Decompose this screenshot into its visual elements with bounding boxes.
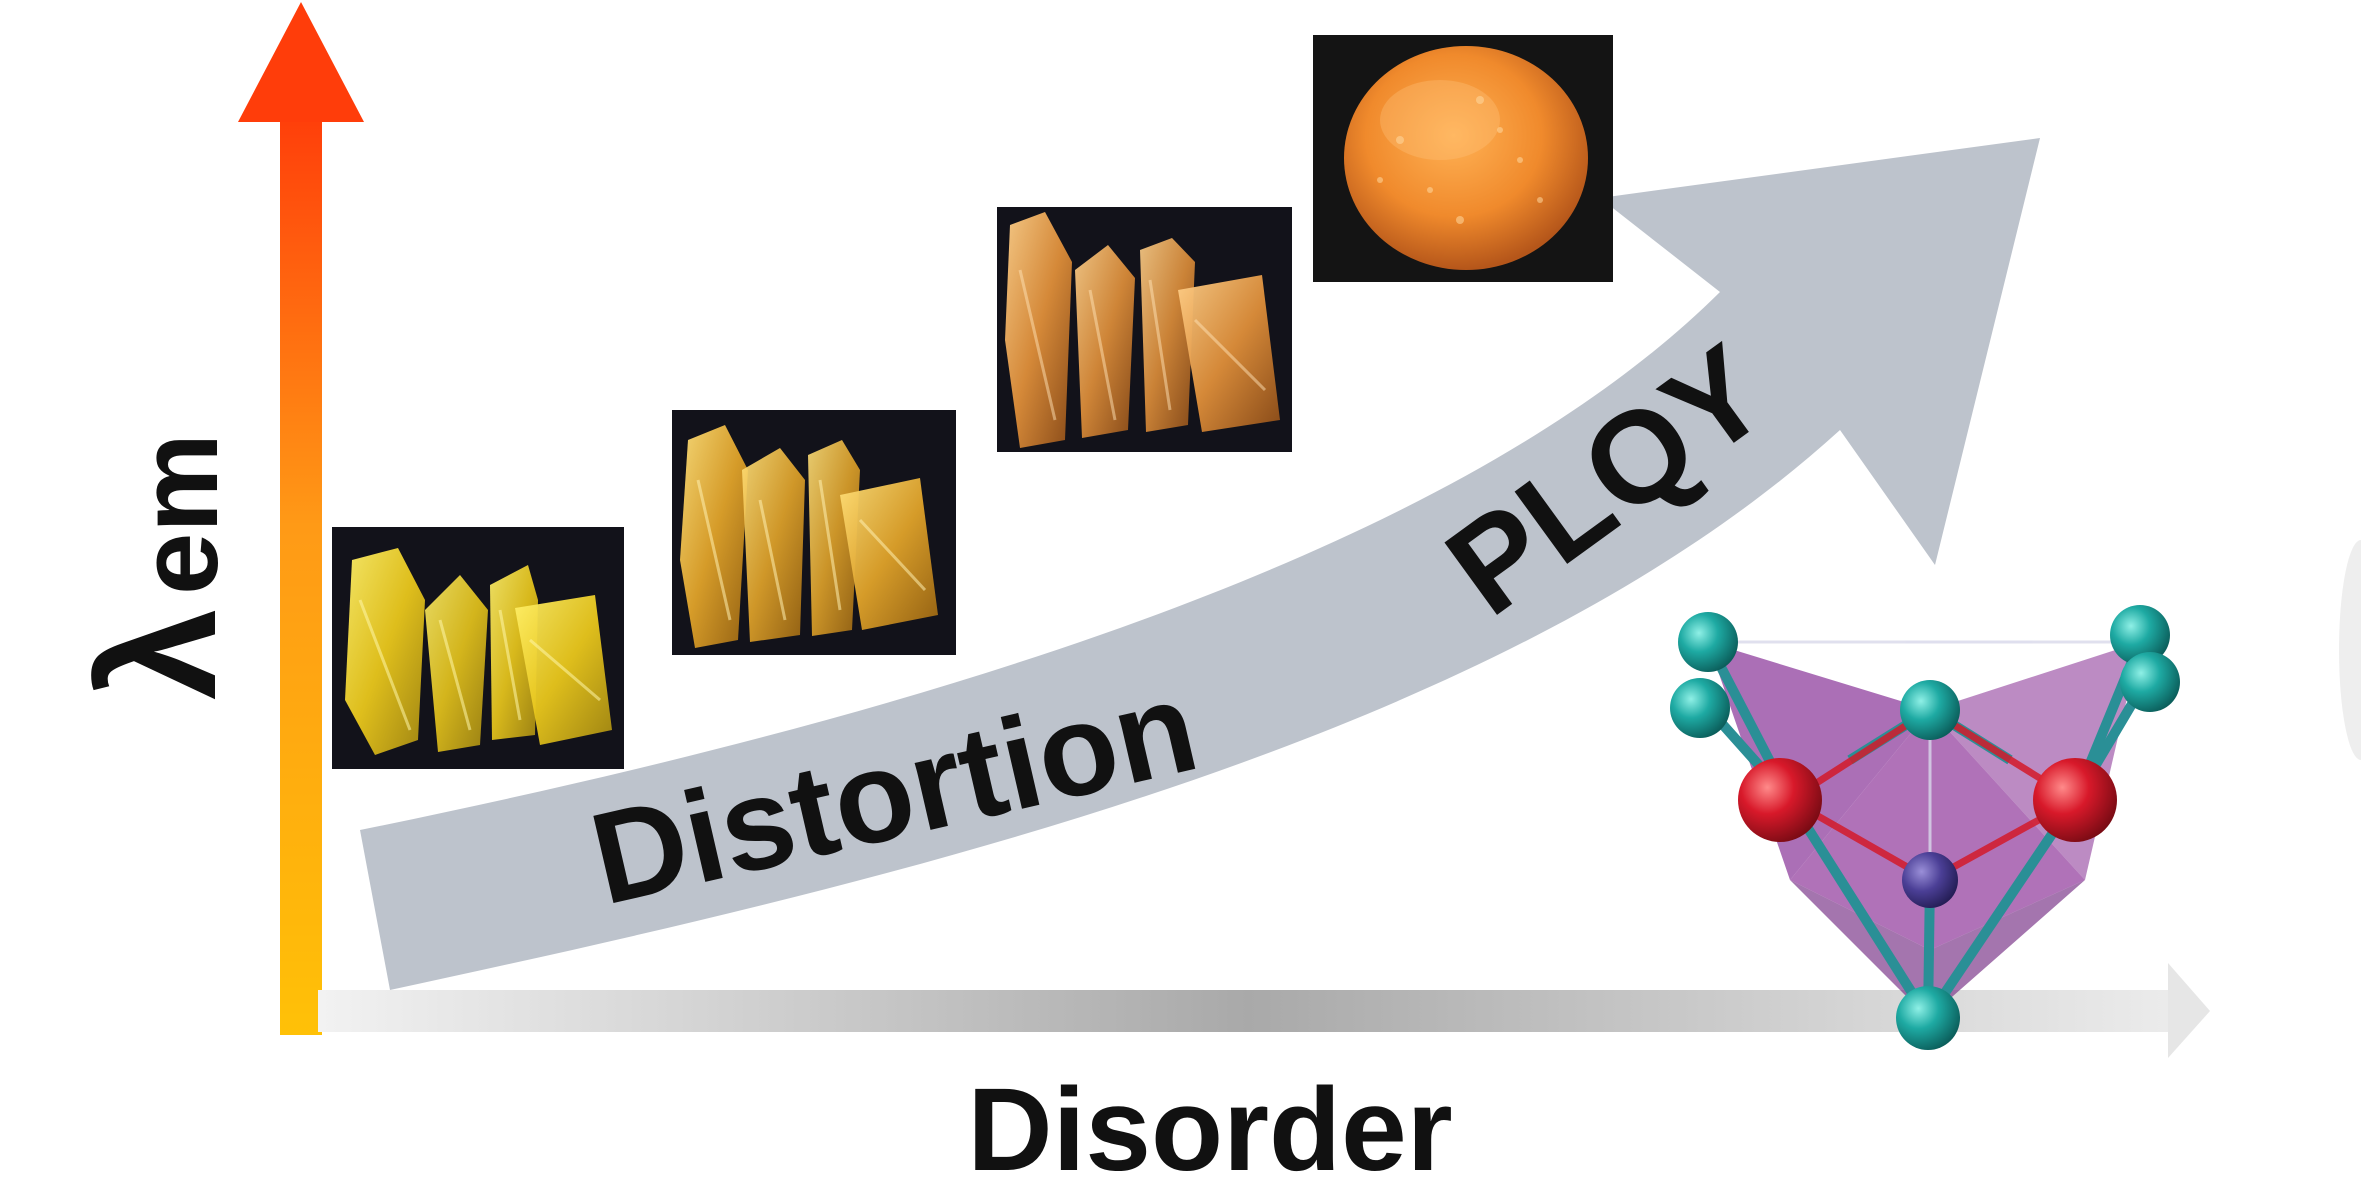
y-axis-subscript: em (116, 433, 241, 595)
crystal-photo-2 (672, 410, 956, 655)
x-axis: Disorder (318, 963, 2210, 1185)
x-axis-label: Disorder (967, 1064, 1452, 1185)
crystal-photo-4 (1313, 35, 1613, 282)
polyhedron-face-lower (1790, 880, 2085, 1018)
y-axis-label: λ em (66, 433, 250, 700)
center-atom (1902, 852, 1958, 908)
big-arrow-shape (360, 138, 2040, 990)
teal-atom-top-right (2110, 605, 2170, 665)
x-axis-bar (318, 990, 2178, 1032)
teal-atom-top-left (1678, 612, 1738, 672)
crystal-photo-3 (997, 207, 1292, 452)
crystal-photo-1 (332, 527, 624, 769)
distorted-polyhedron (1670, 605, 2180, 1050)
y-axis (238, 2, 364, 1035)
y-axis-arrowhead (238, 2, 364, 122)
teal-atom-bottom (1896, 986, 1960, 1050)
edge-shadow (2339, 540, 2361, 760)
x-axis-arrowhead (2168, 963, 2210, 1058)
polyhedron-face-left (1708, 642, 1930, 880)
arrow-label-distortion: Distortion (578, 652, 1209, 932)
y-axis-bar (280, 110, 322, 1035)
red-atom-right (2033, 758, 2117, 842)
y-axis-symbol: λ (66, 608, 250, 700)
teal-atom-left (1670, 678, 1730, 738)
teal-atom-top-center (1900, 680, 1960, 740)
red-atom-left (1738, 758, 1822, 842)
teal-atom-right (2120, 652, 2180, 712)
